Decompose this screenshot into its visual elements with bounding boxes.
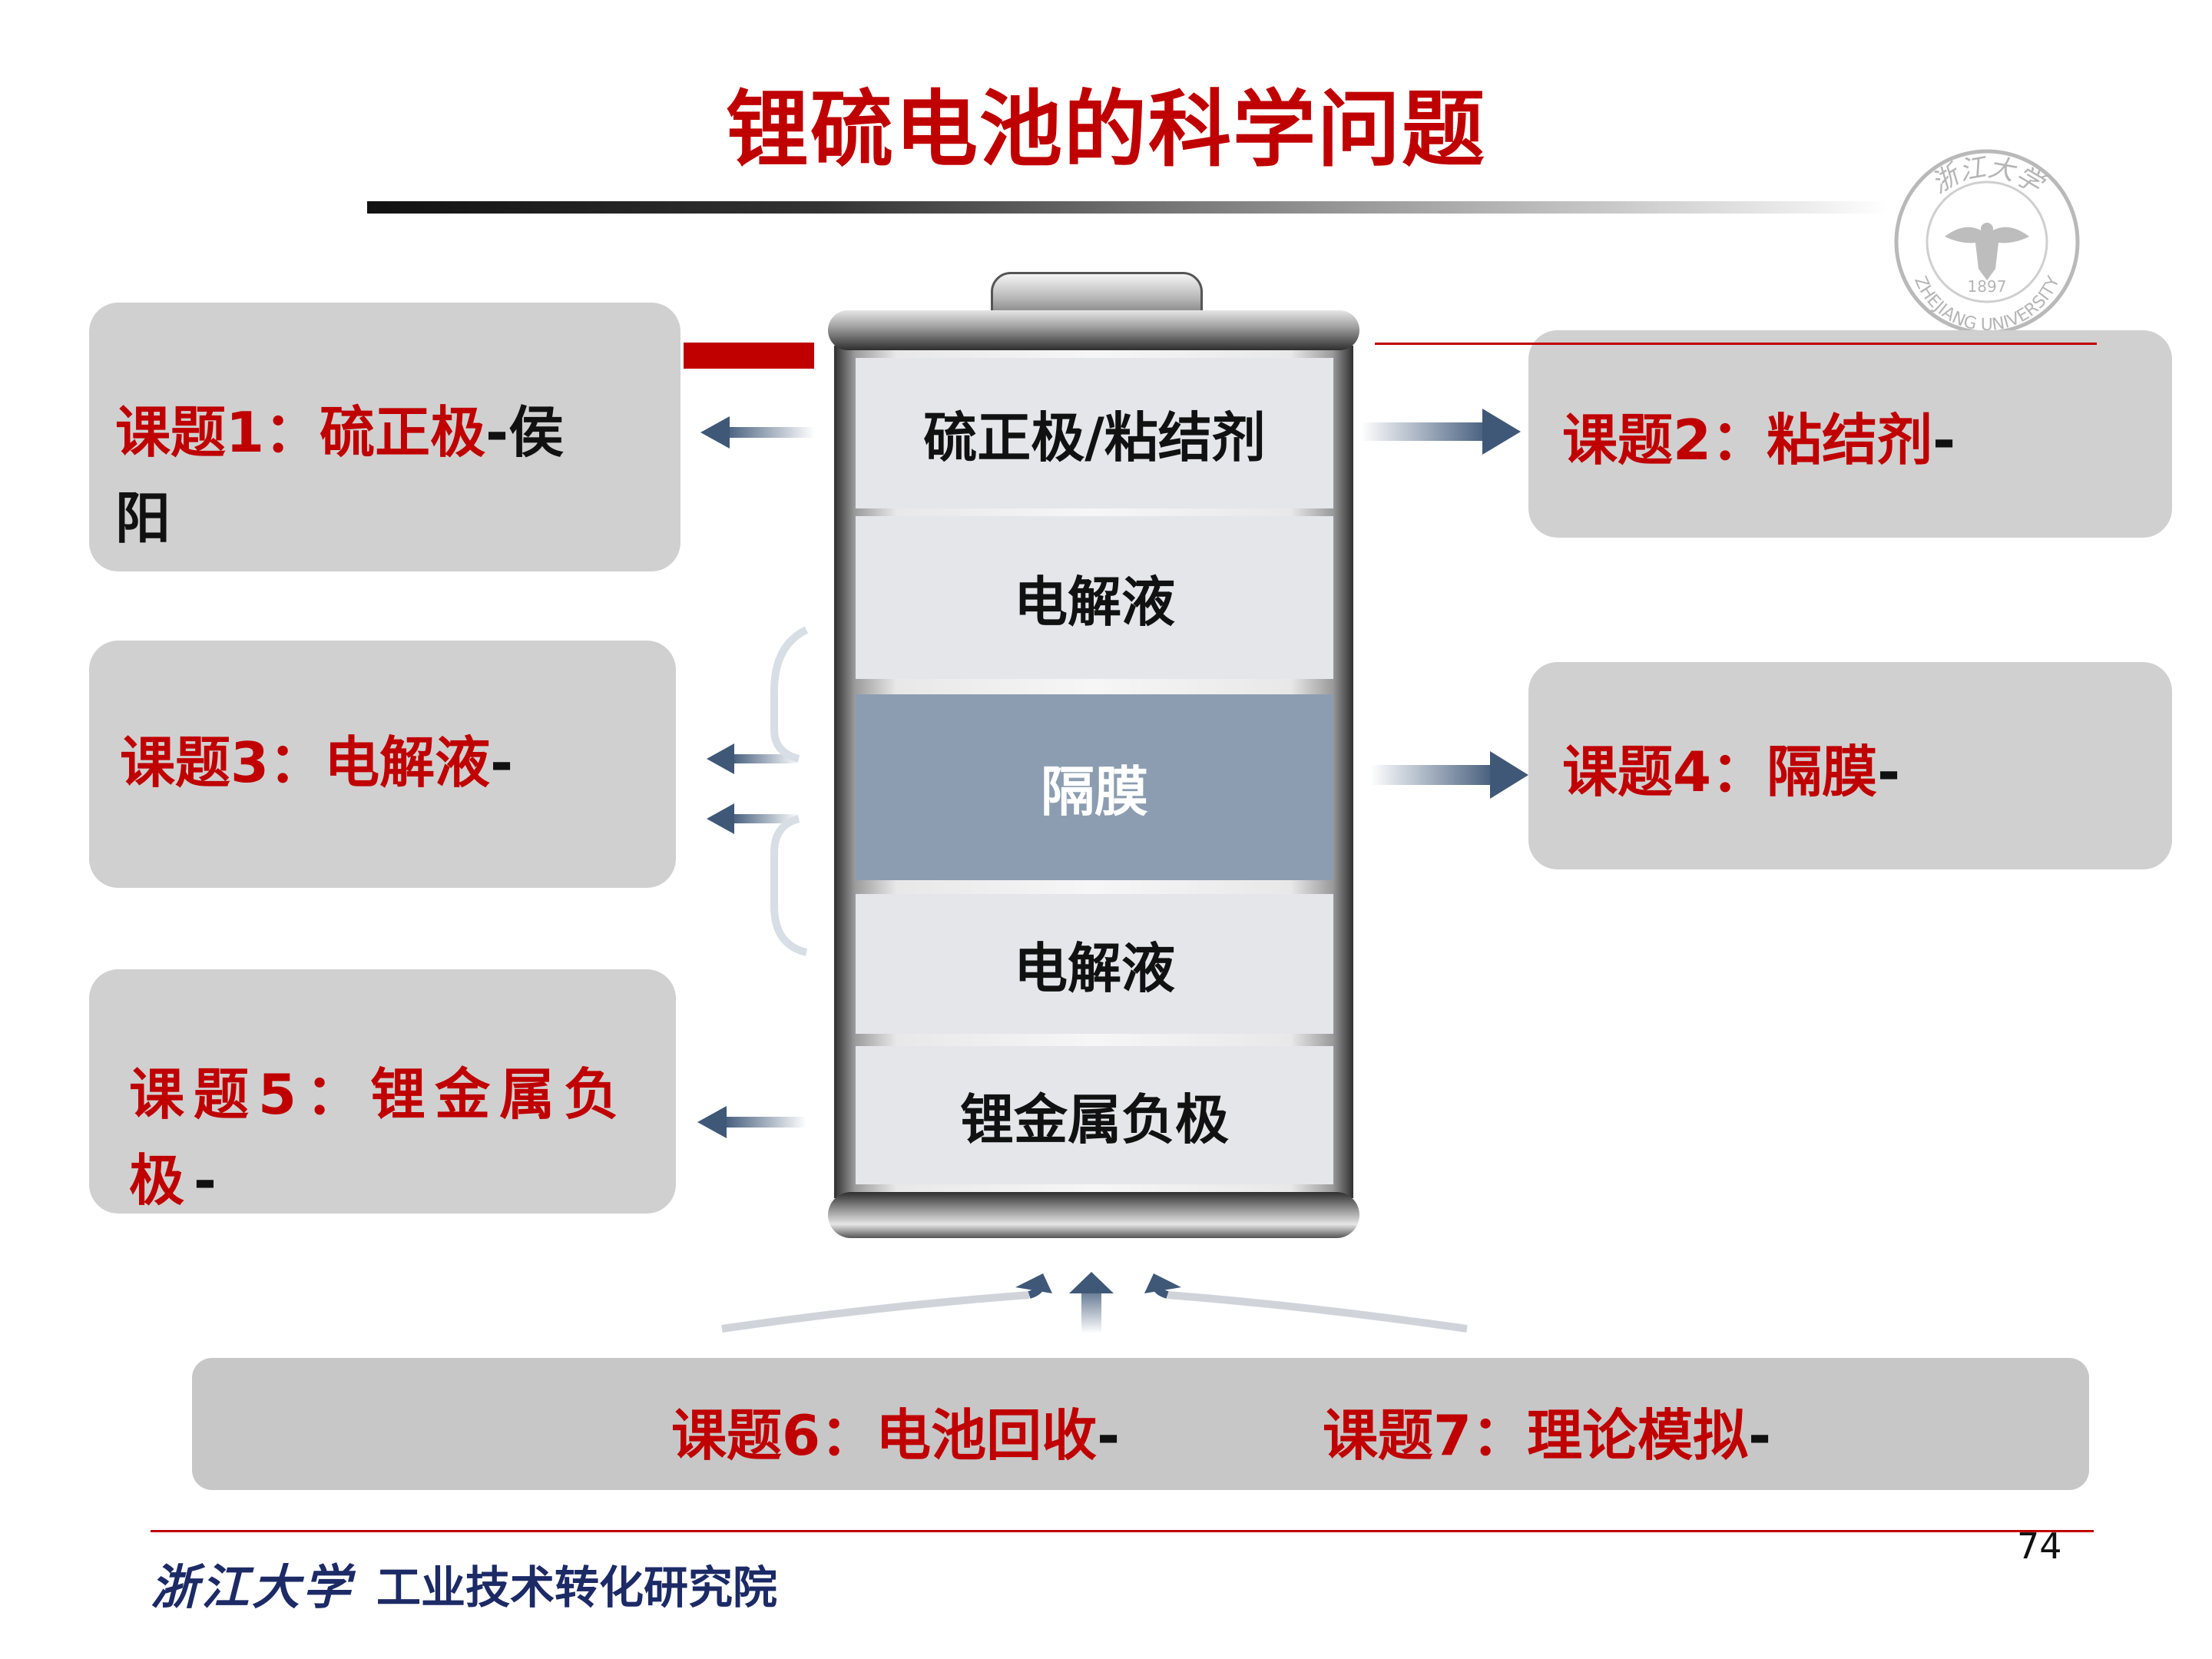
- arrow-to-topic-3: [707, 626, 809, 956]
- university-seal-icon: 浙江大学 1897 ZHEJIANG UNIVERSITY: [1894, 149, 2080, 335]
- topic-3-text: 课题3：电解液-: [120, 720, 657, 806]
- seal-year: 1897: [1968, 277, 2007, 296]
- topic-6-suffix: -: [1097, 1403, 1120, 1468]
- arrow-to-topic-1: [700, 416, 814, 449]
- topic-2-text: 课题2：粘结剂-: [1562, 398, 2161, 484]
- topic-6-label: 课题6：电池回收: [671, 1403, 1098, 1468]
- topic-box-5: [89, 969, 676, 1214]
- topic-box-4: [1528, 662, 2172, 869]
- footer-university-logo: 浙江大学: [151, 1559, 354, 1615]
- red-accent-bar: [684, 343, 814, 369]
- topic-4-suffix: -: [1877, 740, 1900, 804]
- bottom-topics-bar: [192, 1358, 2089, 1490]
- battery-bottom-rim: [828, 1192, 1359, 1238]
- topic-7-suffix: -: [1748, 1403, 1771, 1468]
- arrows-up-to-battery: [721, 1272, 1468, 1333]
- battery-layer-electrolyte-bottom: 电解液: [856, 894, 1333, 1034]
- topic-6-text: 课题6：电池回收-: [671, 1390, 1120, 1471]
- red-accent-line: [1375, 343, 2097, 345]
- topic-2-suffix: -: [1932, 408, 1955, 472]
- topic-5-suffix: -: [194, 1147, 226, 1213]
- topic-2-label: 课题2：粘结剂: [1562, 408, 1933, 472]
- battery-layer-cathode: 硫正极/粘结剂: [856, 358, 1333, 508]
- topic-box-1: [89, 303, 680, 571]
- topic-5-text: 课题5：锂金属负 极-: [129, 1052, 667, 1224]
- topic-1-text: 课题1：硫正极-侯 阳: [115, 390, 668, 561]
- topic-7-text: 课题7：理论模拟-: [1323, 1390, 1771, 1471]
- battery-layer-separator: 隔膜: [856, 694, 1333, 880]
- topic-4-label: 课题4：隔膜: [1562, 740, 1878, 804]
- topic-3-label: 课题3：电解液: [120, 730, 491, 795]
- topic-1-label: 课题1：硫正极: [115, 400, 486, 465]
- footer-divider: [151, 1530, 2094, 1532]
- battery-layer-anode: 锂金属负极: [856, 1046, 1333, 1184]
- topic-1-suffix: -侯 阳: [115, 400, 564, 551]
- topic-3-suffix: -: [490, 730, 513, 795]
- slide-title: 锂硫电池的科学问题: [725, 82, 1486, 178]
- topic-4-text: 课题4：隔膜-: [1562, 730, 2161, 816]
- arrow-to-topic-5: [697, 1106, 806, 1138]
- topic-5-label: 课题5：锂金属负 极: [129, 1062, 629, 1213]
- topic-box-3: [89, 641, 676, 888]
- battery-top-rim: [828, 310, 1359, 350]
- title-underline: [367, 201, 1888, 214]
- arrow-to-topic-2: [1361, 409, 1521, 455]
- topic-7-label: 课题7：理论模拟: [1323, 1403, 1749, 1468]
- topic-box-2: [1528, 330, 2172, 538]
- arrow-to-topic-4: [1370, 751, 1528, 799]
- page-number: 74: [2017, 1525, 2062, 1567]
- footer-institute-name: 工业技术转化研究院: [376, 1561, 778, 1614]
- battery-layer-electrolyte-top: 电解液: [856, 516, 1333, 679]
